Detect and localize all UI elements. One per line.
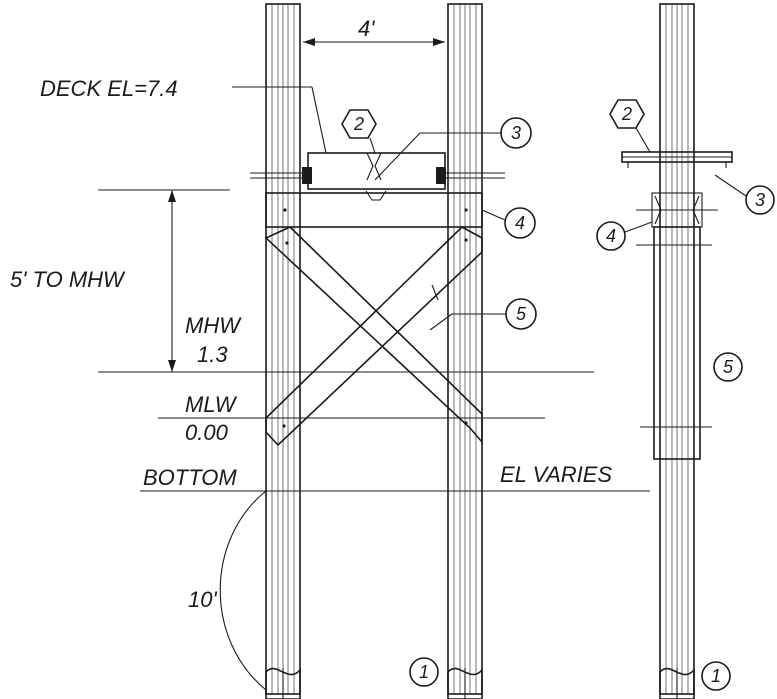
side-view-cap (636, 192, 718, 246)
callout-side-1: 1 (701, 661, 731, 691)
mhw-dimension (168, 190, 176, 372)
mlw-label: MLW (185, 392, 238, 417)
bottom-label: BOTTOM (143, 465, 237, 490)
embedment-label: 10' (188, 587, 217, 612)
svg-text:1: 1 (419, 662, 429, 682)
deck-elevation-label: DECK EL=7.4 (40, 76, 178, 101)
callout-side-4: 4 (596, 221, 653, 251)
svg-text:2: 2 (621, 104, 632, 124)
callout-front-1: 1 (409, 657, 439, 687)
to-mhw-label: 5' TO MHW (10, 267, 126, 292)
pile-left (265, 3, 301, 699)
deck-elevation-leader (232, 86, 327, 154)
callout-front-4: 4 (481, 207, 536, 239)
pile-right (447, 3, 483, 699)
side-view-pile (659, 3, 695, 699)
svg-text:2: 2 (353, 114, 364, 134)
callout-front-3: 3 (374, 117, 532, 181)
svg-text:4: 4 (515, 213, 525, 233)
callout-side-5: 5 (713, 352, 743, 382)
mlw-value: 0.00 (185, 420, 229, 445)
svg-text:3: 3 (755, 190, 765, 210)
mhw-value: 1.3 (197, 342, 228, 367)
callout-side-3: 3 (714, 174, 775, 215)
callout-side-2: 2 (609, 99, 651, 153)
spacing-dimension (303, 38, 445, 46)
svg-text:3: 3 (511, 123, 521, 143)
callout-front-5: 5 (429, 284, 537, 331)
side-view-brace (640, 226, 712, 460)
embedment-dimension (219, 490, 267, 691)
callout-front-2: 2 (341, 109, 377, 154)
spacing-label: 4' (358, 16, 375, 41)
mhw-label: MHW (185, 313, 242, 338)
svg-text:5: 5 (516, 304, 527, 324)
svg-text:1: 1 (711, 666, 721, 686)
side-view-deck (621, 151, 733, 168)
el-varies-label: EL VARIES (500, 462, 612, 487)
deck-stringer (250, 152, 505, 201)
svg-text:4: 4 (606, 226, 616, 246)
svg-text:5: 5 (723, 357, 734, 377)
